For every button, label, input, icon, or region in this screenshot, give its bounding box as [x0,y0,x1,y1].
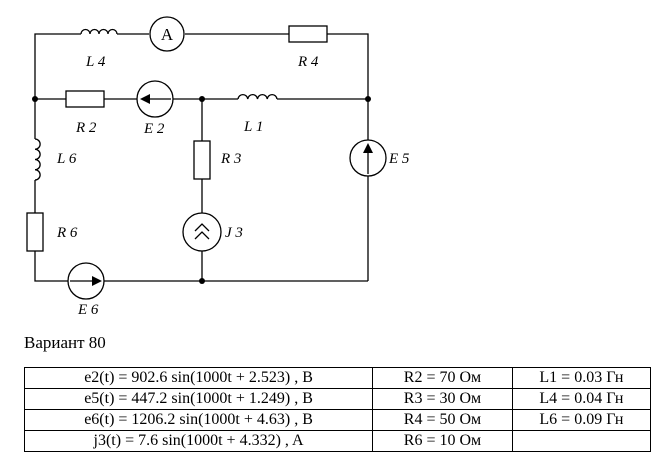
source-function-cell: j3(t) = 7.6 sin(1000t + 4.332) , A [23,430,374,452]
center-branch [182,99,222,281]
circuit-diagram: A [26,16,410,318]
table-row: e2(t) = 902.6 sin(1000t + 2.523) , B R2 … [23,367,651,389]
parameters-table: e2(t) = 902.6 sin(1000t + 2.523) , B R2 … [23,367,651,452]
table-row: e6(t) = 1206.2 sin(1000t + 4.63) , B R4 … [23,409,651,431]
inductance-cell: L1 = 0.03 Гн [511,367,651,389]
table-row: e5(t) = 447.2 sin(1000t + 1.249) , B R3 … [23,388,651,410]
label-j3: J 3 [225,225,243,241]
source-function-cell: e2(t) = 902.6 sin(1000t + 2.523) , B [23,367,374,389]
label-r4: R 4 [297,54,319,70]
source-e2 [136,80,174,118]
junction-node [199,96,205,102]
resistor-r3 [193,140,211,180]
variant-title: Вариант 80 [24,333,106,352]
label-l1: L 1 [243,119,263,135]
resistor-r6 [26,212,44,252]
middle-branch [35,80,368,118]
left-branch [26,99,368,300]
label-r3: R 3 [220,151,241,167]
junction-node [199,278,205,284]
inductance-cell: L6 = 0.09 Гн [511,409,651,431]
inductor-l1 [237,93,278,100]
resistance-cell: R6 = 10 Ом [372,430,513,452]
top-branch: A [34,16,369,99]
inductance-cell [511,430,651,452]
junction-node [365,96,371,102]
label-l4: L 4 [85,54,106,70]
label-r6: R 6 [56,225,78,241]
source-e6 [67,262,105,300]
label-l6: L 6 [56,151,77,167]
ammeter: A [149,16,185,52]
junction-node [32,96,38,102]
resistor-r4 [288,25,328,43]
source-function-cell: e6(t) = 1206.2 sin(1000t + 4.63) , B [23,409,374,431]
source-e5 [349,139,387,177]
resistance-cell: R2 = 70 Ом [372,367,513,389]
source-function-cell: e5(t) = 447.2 sin(1000t + 1.249) , B [23,388,374,410]
table-row: j3(t) = 7.6 sin(1000t + 4.332) , A R6 = … [23,430,651,452]
inductor-l4 [80,28,118,35]
current-source-j3 [182,212,222,252]
label-e5: E 5 [388,151,410,167]
resistor-r2 [65,90,105,108]
right-branch [349,99,387,281]
inductor-l6 [34,138,41,181]
resistance-cell: R3 = 30 Ом [372,388,513,410]
inductance-cell: L4 = 0.04 Гн [511,388,651,410]
svg-text:A: A [161,25,174,44]
label-e6: E 6 [77,302,99,318]
resistance-cell: R4 = 50 Ом [372,409,513,431]
label-e2: E 2 [143,121,165,137]
label-r2: R 2 [75,120,97,136]
